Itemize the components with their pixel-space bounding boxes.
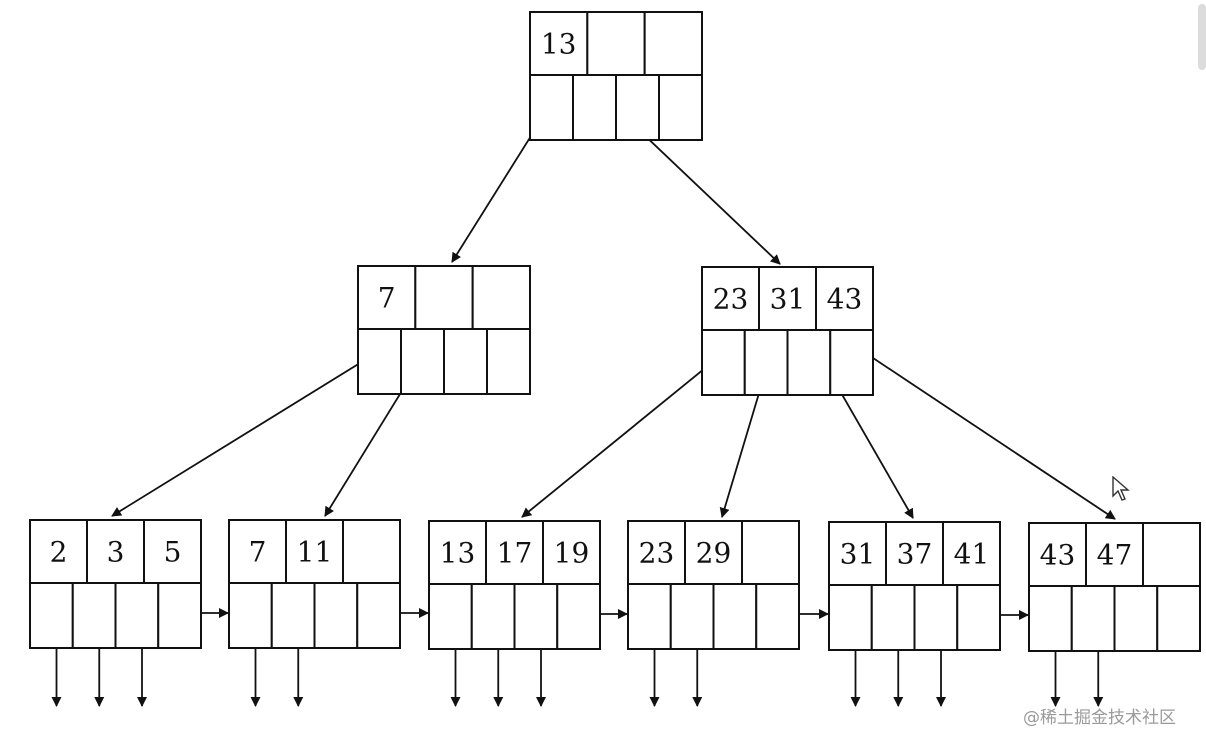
leaf-node-1: 2 3 5 [29,519,202,649]
leaf-node-1-key-cell [29,519,88,584]
leaf-node-6-pointer-cell [1113,585,1159,652]
leaf-node-2: 7 11 [228,519,401,649]
internal-node-1-pointer-cell [486,328,531,395]
leaf-node-3-pointer-cell [470,583,516,650]
leaf-node-5-pointer-cell [956,584,1001,651]
leaf-node-6-key: 43 [1040,539,1076,572]
leaf-node-5-key: 41 [954,538,990,571]
leaf-node-4-pointer-cell [755,583,800,650]
leaf-node-1-pointer-cell [114,582,160,649]
leaf-node-1-pointer-cell [29,582,74,649]
leaf-node-3-pointer-cell [556,583,601,650]
scrollbar-thumb[interactable] [1198,4,1206,70]
internal-node-2: 23 31 43 [701,266,874,396]
root-node-key-cell [529,11,589,76]
internal-node-2-key: 31 [770,283,806,316]
leaf-node-6-key-cell [1085,522,1144,587]
leaf-node-4-key-cell [741,520,800,585]
leaf-node-1-key-cell [143,519,202,584]
root-node-pointer-cell [572,74,617,141]
leaf-node-3-key: 13 [440,537,476,570]
leaf-node-3-key-cell [428,520,487,585]
internal-node-1-key: 7 [378,282,396,315]
leaf-node-5: 31 37 41 [828,521,1001,651]
internal-node-1-pointer-cell [400,328,445,395]
leaf-node-4-key: 23 [639,537,675,570]
edge-internal-1-to-leaf-1 [111,346,387,517]
leaf-node-6-pointer-cell [1070,585,1116,652]
internal-node-1-key-cell [471,265,531,330]
leaf-node-6-pointer-cell [1156,585,1201,652]
leaf-node-1-pointer-cell [157,582,202,649]
leaf-node-5-pointer-cell [870,584,916,651]
leaf-node-3-pointer-cell [513,583,559,650]
leaf-node-5-key-cell [885,521,944,586]
root-node-pointer-cell [615,74,660,141]
leaf-node-2-key: 7 [249,536,267,569]
leaf-node-3: 13 17 19 [428,520,601,650]
leaf-node-5-key: 31 [840,538,876,571]
leaf-node-4-key: 29 [696,537,732,570]
edge-internal-2-to-leaf-3 [521,347,731,518]
leaf-node-2-key: 11 [297,536,333,569]
leaf-node-1-key: 3 [107,536,125,569]
internal-node-2-pointer-cell [743,329,789,396]
root-node-pointer-cell [529,74,574,141]
leaf-node-3-key: 17 [497,537,533,570]
leaf-node-2-pointer-cell [313,582,359,649]
leaf-node-5-key: 37 [897,538,933,571]
root-node-key: 13 [541,28,577,61]
root-node-key-cell [586,11,646,76]
leaf-node-2-pointer-cell [270,582,316,649]
internal-node-2-key: 23 [713,283,749,316]
internal-node-2-pointer-cell [786,329,832,396]
leaf-node-3-pointer-cell [428,583,473,650]
leaf-node-6-pointer-cell [1028,585,1073,652]
leaf-node-4-pointer-cell [712,583,758,650]
leaf-node-1-pointer-cell [71,582,117,649]
leaf-node-4-pointer-cell [669,583,715,650]
root-node-pointer-cell [658,74,703,141]
leaf-node-4-pointer-cell [627,583,672,650]
leaf-node-2-pointer-cell [356,582,401,649]
internal-node-2-pointer-cell [701,329,746,396]
leaf-node-6-key-cell [1142,522,1201,587]
leaf-node-6: 43 47 [1028,522,1201,652]
internal-node-2-key: 43 [827,283,863,316]
leaf-node-5-key-cell [828,521,887,586]
leaf-node-4-key-cell [684,520,743,585]
leaf-node-1-key: 2 [50,536,68,569]
leaf-node-2-key-cell [228,519,287,584]
watermark: @稀土掘金技术社区 [1023,708,1176,728]
internal-node-1-pointer-cell [443,328,488,395]
leaf-node-5-pointer-cell [913,584,959,651]
leaf-node-5-key-cell [942,521,1001,586]
leaf-node-6-key: 47 [1097,539,1133,572]
leaf-node-1-key: 5 [164,536,182,569]
leaf-node-4-key-cell [627,520,686,585]
root-node: 13 [529,11,704,141]
leaf-node-5-pointer-cell [828,584,873,651]
leaf-node-2-pointer-cell [228,582,273,649]
internal-node-2-pointer-cell [829,329,874,396]
root-node-key-cell [643,11,704,76]
internal-node-1-key-cell [414,265,474,330]
mouse-cursor-icon [1112,476,1130,501]
internal-node-1-pointer-cell [357,328,402,395]
internal-node-1: 7 [357,265,531,395]
leaf-node-2-key-cell [342,519,401,584]
edge-internal-2-to-leaf-6 [857,347,1116,520]
leaf-node-4: 23 29 [627,520,800,650]
leaf-node-3-key: 19 [554,537,590,570]
